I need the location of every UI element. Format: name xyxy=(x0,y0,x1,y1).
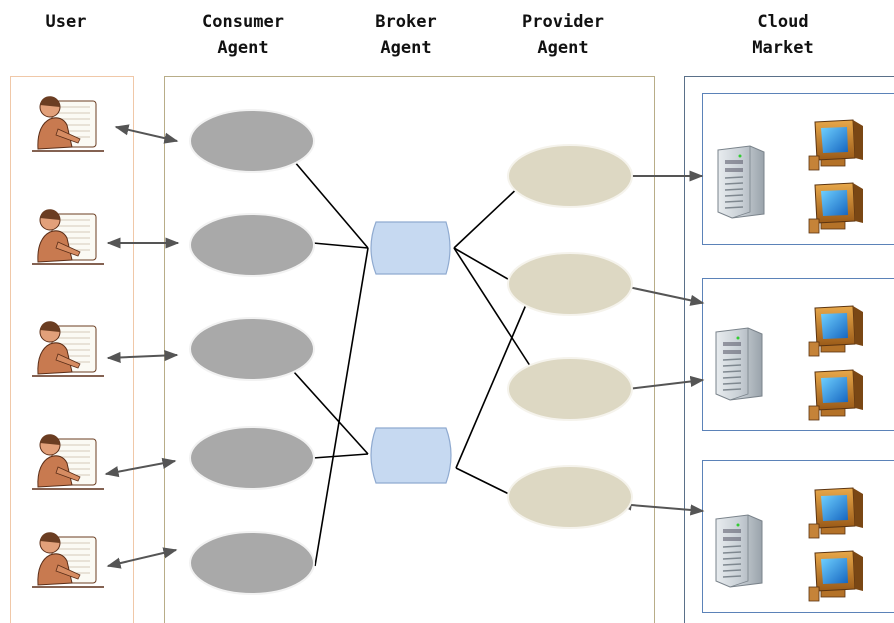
header-cloud-line-1: Cloud xyxy=(757,12,809,32)
arrow-provider2-cluster2 xyxy=(617,282,705,306)
person-icon xyxy=(31,95,105,152)
provider-agents xyxy=(507,144,633,529)
line-c1-b1 xyxy=(293,160,369,249)
line-b1-p3 xyxy=(453,247,535,373)
broker-agents xyxy=(370,221,452,484)
line-b2-p4 xyxy=(455,467,516,498)
cloud-market-panel xyxy=(684,76,894,623)
line-c4-b2 xyxy=(312,453,369,459)
bidirectional-arrows xyxy=(104,124,705,569)
arrow-user3-consumer3 xyxy=(106,349,179,364)
line-c2-b1 xyxy=(312,242,369,249)
arrow-user4-consumer4 xyxy=(104,457,177,478)
header-consumer-line-2: Agent xyxy=(217,38,269,58)
line-b1-p1 xyxy=(453,182,524,249)
cloud-cluster-2 xyxy=(702,278,894,431)
header-consumer-line-1: Consumer xyxy=(202,12,284,32)
cloud-cluster-1 xyxy=(702,93,894,245)
consumer-agent-4 xyxy=(189,426,315,490)
header-broker-line-1: Broker xyxy=(375,12,437,32)
server-icon xyxy=(717,145,765,219)
user-panel xyxy=(10,76,134,623)
monitor-icon xyxy=(808,487,864,539)
consumer-agent-1 xyxy=(189,109,315,173)
provider-agent-2 xyxy=(507,252,633,316)
broker-agent-2 xyxy=(370,427,452,484)
consumer-agent-2 xyxy=(189,213,315,277)
monitor-icon xyxy=(808,550,864,602)
arrow-user1-consumer1 xyxy=(114,124,179,144)
server-icon xyxy=(715,514,763,588)
agents-panel xyxy=(164,76,655,623)
header-cloud-line-2: Market xyxy=(752,38,814,58)
person-icon xyxy=(31,320,105,377)
consumer-agents xyxy=(189,109,315,595)
cloud-cluster-3 xyxy=(702,460,894,613)
line-c5-b1 xyxy=(314,247,369,567)
consumer-agent-5 xyxy=(189,531,315,595)
cloud-machines xyxy=(715,119,864,602)
arrow-provider4-cluster3 xyxy=(617,499,705,516)
header-consumer-agent: Consumer Agent xyxy=(202,9,284,61)
monitor-icon xyxy=(808,182,864,234)
provider-agent-3 xyxy=(507,357,633,421)
header-provider-line-1: Provider xyxy=(522,12,604,32)
header-cloud-market: Cloud Market xyxy=(752,9,813,61)
header-provider-line-2: Agent xyxy=(537,38,589,58)
line-b2-p2 xyxy=(455,299,529,469)
provider-agent-4 xyxy=(507,465,633,529)
connection-lines xyxy=(293,160,535,567)
monitor-icon xyxy=(808,119,864,171)
line-c3-b2 xyxy=(293,371,369,455)
consumer-agent-3 xyxy=(189,317,315,381)
person-icon xyxy=(31,208,105,265)
arrow-user5-consumer5 xyxy=(106,547,178,569)
provider-agent-1 xyxy=(507,144,633,208)
person-icon xyxy=(31,433,105,490)
header-provider-agent: Provider Agent xyxy=(522,9,604,61)
monitor-icon xyxy=(808,369,864,421)
monitor-icon xyxy=(808,305,864,357)
header-broker-line-2: Agent xyxy=(380,38,432,58)
server-icon xyxy=(715,327,763,401)
header-user: User xyxy=(46,9,87,35)
broker-agent-1 xyxy=(370,221,451,275)
users xyxy=(31,95,105,588)
arrow-provider3-cluster2 xyxy=(617,375,705,395)
person-icon xyxy=(31,531,105,588)
header-user-line-1: User xyxy=(45,12,87,32)
header-broker-agent: Broker Agent xyxy=(375,9,436,61)
